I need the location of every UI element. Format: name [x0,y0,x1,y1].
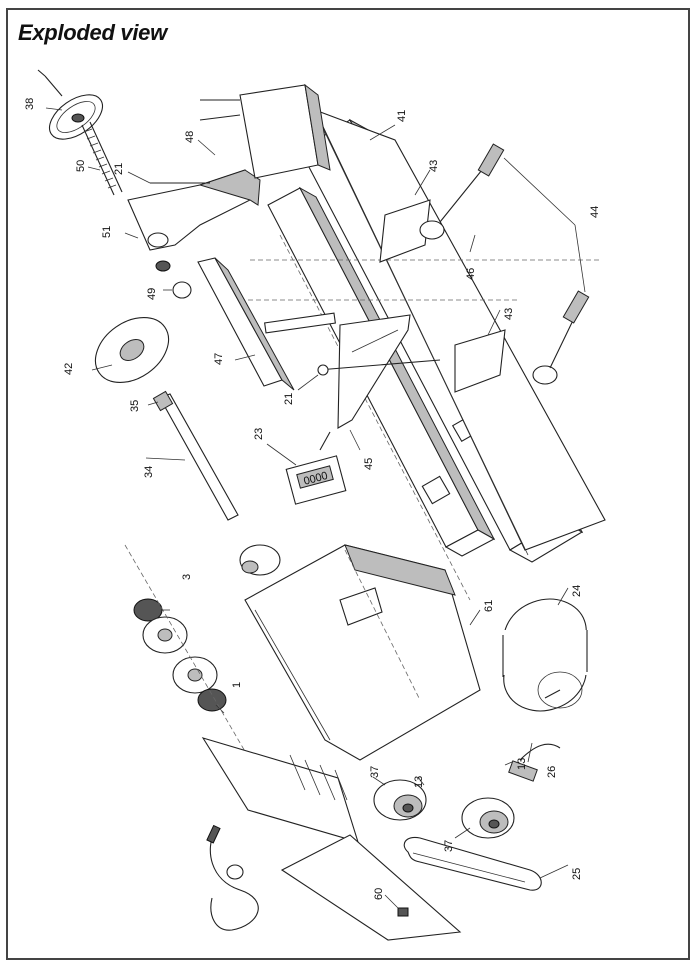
part-label: 45 [363,458,375,470]
part-label: 38 [24,98,36,110]
part-label: 50 [75,160,87,172]
counter-unit: 0000 [285,431,347,505]
part-label: 44 [589,206,601,218]
bed-frame [240,109,606,601]
bearing-flanges [124,544,281,761]
headstock-housing [244,544,481,761]
page-frame [6,8,690,960]
handwheel [37,69,103,140]
part-label: 13 [516,758,528,770]
drive-belt [403,836,542,891]
bracket [150,83,331,184]
part-labels: 38 50 21 48 41 43 44 51 49 46 42 47 43 3… [24,98,601,900]
page-title: Exploded view [18,20,167,45]
power-cable [206,824,259,931]
part-label: 25 [571,868,583,880]
faceplate [94,317,170,383]
part-label: 43 [503,308,515,320]
part-label: 47 [213,353,225,365]
part-label: 60 [373,888,385,900]
leader-lines [45,107,569,909]
part-label: 46 [465,268,477,280]
part-label: 23 [253,428,265,440]
part-label: 37 [443,840,455,852]
spindle-shaft [152,390,239,521]
part-label: 61 [483,600,495,612]
tool-rest [197,257,336,391]
part-label: 3 [181,574,193,580]
part-label: 1 [231,682,243,688]
part-label: 43 [428,160,440,172]
part-label: 26 [546,766,558,778]
part-label: 41 [396,110,408,122]
part-label: 49 [146,288,158,300]
part-label: 35 [129,400,141,412]
side-cover [201,737,462,941]
part-label: 51 [101,226,113,238]
part-label: 37 [369,766,381,778]
tailstock-support [127,169,261,299]
motor [502,598,588,712]
part-label: 24 [571,585,583,597]
part-label: 21 [283,393,295,405]
switch [508,743,561,782]
pulleys [373,779,515,839]
part-label: 13 [413,776,425,788]
part-label: 42 [63,363,75,375]
part-label: 21 [113,163,125,175]
part-label: 34 [143,466,155,478]
tool-rest-holder [317,314,441,429]
leadscrew [81,121,123,196]
part-label: 48 [184,131,196,143]
